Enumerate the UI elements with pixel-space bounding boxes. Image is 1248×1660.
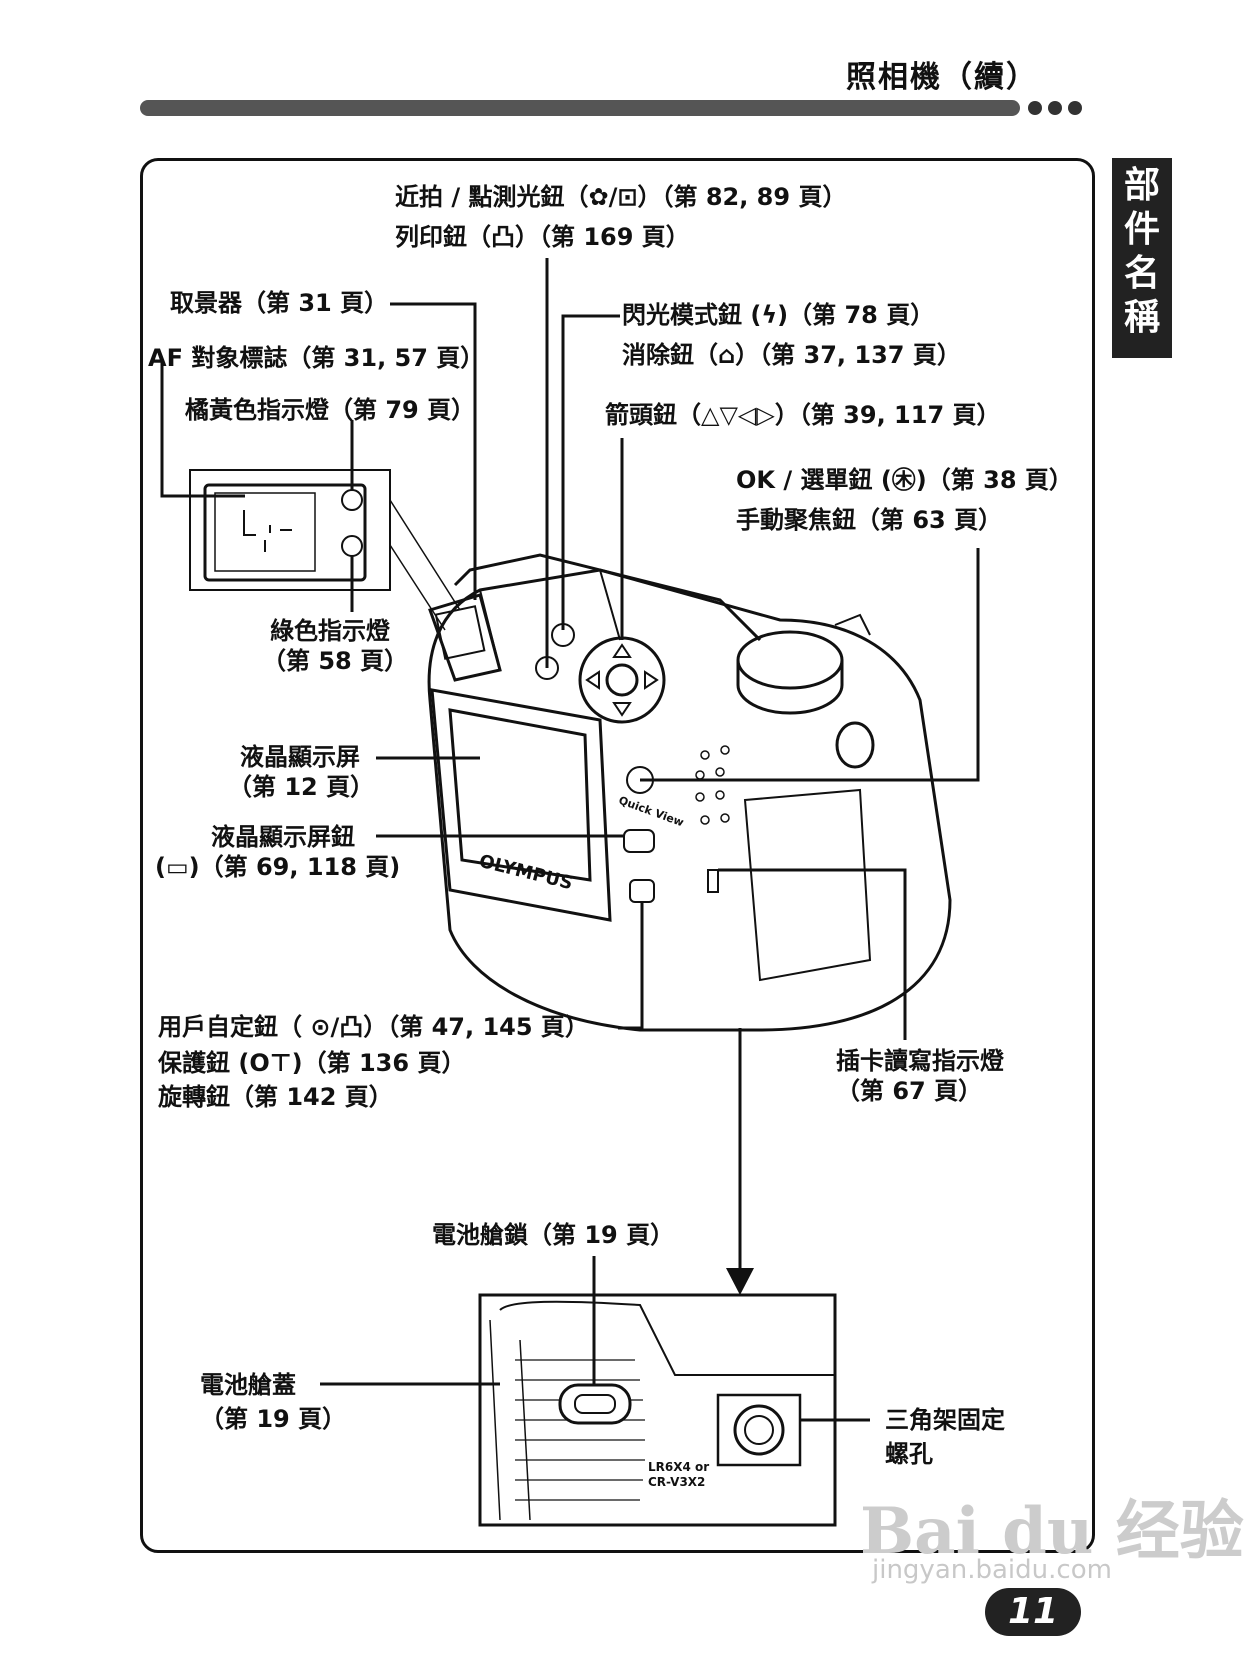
label-arrow: 箭頭鈕（△▽◁▷）（第 39, 117 頁） [605, 401, 1001, 429]
label-manual-focus: 手動聚焦鈕（第 63 頁） [736, 506, 1003, 534]
label-green-lamp: 綠色指示燈 （第 58 頁） [262, 616, 408, 676]
label-green-lamp-line1: 綠色指示燈 [270, 617, 390, 645]
watermark-url: jingyan.baidu.com [872, 1555, 1112, 1585]
label-card-access: 插卡讀寫指示燈 （第 67 頁） [836, 1046, 1004, 1106]
watermark-brand: Bai du 经验 [860, 1494, 1244, 1569]
label-orange-lamp: 橘黃色指示燈（第 79 頁） [185, 396, 476, 424]
header-title: 照相機（續） [846, 60, 1038, 95]
page-number: 11 [985, 1588, 1081, 1636]
label-custom: 用戶自定鈕（ ⊙/凸）（第 47, 145 頁） 保護鈕 (O⊤)（第 136 … [158, 1012, 589, 1112]
label-macro: 近拍 / 點測光鈕（✿/⊡）（第 82, 89 頁） [395, 183, 847, 211]
label-card-access-line1: 插卡讀寫指示燈 [836, 1047, 1004, 1075]
label-tripod-line1: 三角架固定 [885, 1406, 1005, 1434]
label-flash-mode: 閃光模式鈕 (ϟ)（第 78 頁） [622, 301, 935, 329]
label-print: 列印鈕（凸）（第 169 頁） [395, 223, 690, 251]
label-erase: 消除鈕（⌂）（第 37, 137 頁） [622, 341, 961, 369]
battery-text-1: LR6X4 or [648, 1460, 710, 1474]
label-custom-line2: 保護鈕 (O⊤)（第 136 頁） [158, 1049, 466, 1077]
label-tripod: 三角架固定 螺孔 [885, 1405, 1005, 1469]
label-card-access-line2: （第 67 頁） [836, 1077, 983, 1105]
label-green-lamp-line2: （第 58 頁） [262, 647, 409, 675]
header-dot-1 [1028, 101, 1042, 115]
label-custom-line3: 旋轉鈕（第 142 頁） [158, 1083, 393, 1111]
side-tab: 部 件 名 稱 [1112, 158, 1172, 358]
label-af-mark: AF 對象標誌（第 31, 57 頁） [148, 344, 485, 372]
label-tripod-line2: 螺孔 [885, 1440, 933, 1468]
label-battery-cover-line2: （第 19 頁） [200, 1405, 347, 1433]
header-bar [140, 100, 1020, 116]
label-lcd-line2: （第 12 頁） [228, 773, 375, 801]
header-dot-3 [1068, 101, 1082, 115]
label-custom-line1: 用戶自定鈕（ ⊙/凸）（第 47, 145 頁） [158, 1013, 589, 1041]
label-lcd-button-line1: 液晶顯示屏鈕 [211, 823, 355, 851]
label-lcd-line1: 液晶顯示屏 [240, 743, 360, 771]
label-battery-cover-line1: 電池艙蓋 [200, 1371, 296, 1399]
diagram-frame [140, 158, 1095, 1553]
header-dot-2 [1048, 101, 1062, 115]
label-viewfinder: 取景器（第 31 頁） [170, 289, 389, 317]
side-tab-text: 部 件 名 稱 [1123, 165, 1160, 338]
label-lcd: 液晶顯示屏 （第 12 頁） [228, 742, 374, 802]
label-battery-lock: 電池艙鎖（第 19 頁） [432, 1221, 675, 1249]
battery-text-2: CR-V3X2 [648, 1475, 706, 1489]
label-lcd-button: 液晶顯示屏鈕 (▭)（第 69, 118 頁) [155, 822, 400, 882]
label-battery-cover: 電池艙蓋 （第 19 頁） [200, 1370, 346, 1434]
label-ok-menu: OK / 選單鈕 (㊍)（第 38 頁） [736, 466, 1073, 494]
label-lcd-button-line2: (▭)（第 69, 118 頁) [155, 853, 401, 881]
